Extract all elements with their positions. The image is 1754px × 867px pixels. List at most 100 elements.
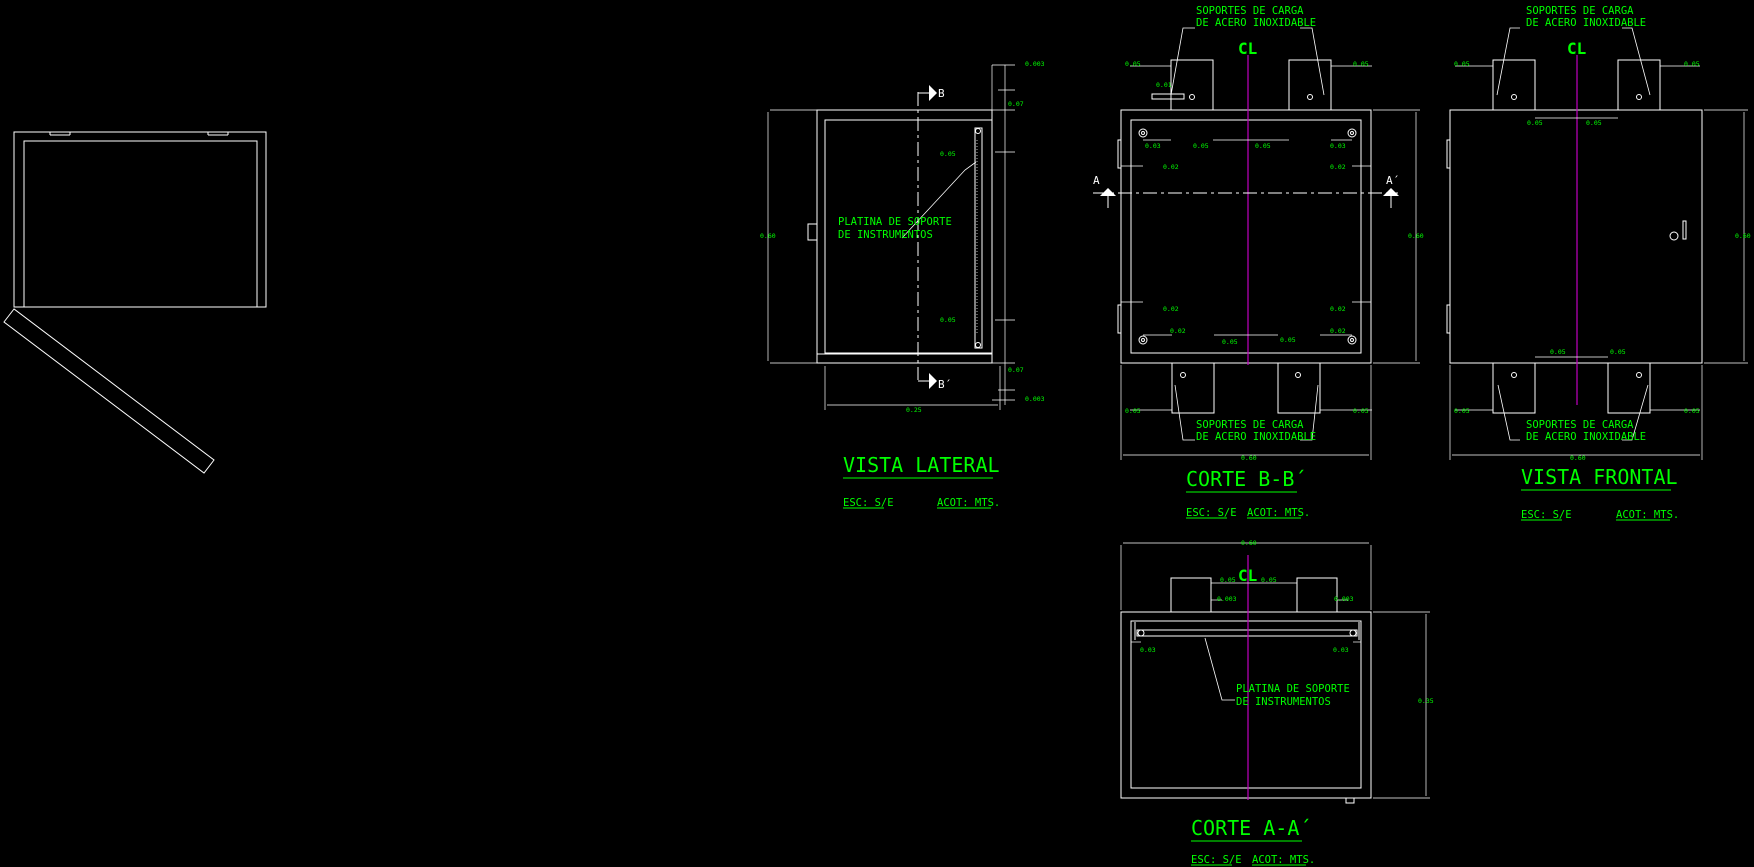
dim-aa-height: 0.35 <box>1418 697 1434 705</box>
fr-support-bottom-left <box>1492 362 1536 414</box>
dim-bb-002f: 0.02 <box>1330 327 1346 335</box>
dim-aa-003d: 0.03 <box>1333 646 1349 654</box>
vista-frontal <box>1446 27 1748 460</box>
dim-fr-br005: 0.05 <box>1684 407 1700 415</box>
dim-lat-005-top: 0.05 <box>940 150 956 158</box>
fr-support-top-left <box>1492 59 1536 111</box>
dim-fr-l005: 0.05 <box>1454 60 1470 68</box>
acot-lateral: ACOT: MTS. <box>937 497 1000 509</box>
dim-aa-003c: 0.03 <box>1140 646 1156 654</box>
note-platina-aa-1: PLATINA DE SOPORTE <box>1236 683 1350 695</box>
acot-frontal: ACOT: MTS. <box>1616 509 1679 521</box>
note-platina-lateral-1: PLATINA DE SOPORTE <box>838 216 952 228</box>
centerline-symbol-aa: CL <box>1238 566 1257 585</box>
dim-bb-005a: 0.05 <box>1193 142 1209 150</box>
dim-bb-002b: 0.02 <box>1330 163 1346 171</box>
note-soportes-fr-top-2: DE ACERO INOXIDABLE <box>1526 17 1646 29</box>
bb-body <box>1120 109 1372 364</box>
dim-fr-m005a: 0.05 <box>1527 119 1543 127</box>
section-label-b-prime: B´ <box>938 378 951 391</box>
leader-soportes-fr-bot-1 <box>1497 384 1520 441</box>
dim-aa-width: 0.60 <box>1241 539 1257 547</box>
section-label-a-prime: A´ <box>1386 174 1399 187</box>
fr-support-top-right <box>1617 59 1661 111</box>
dim-bb-003b: 0.03 <box>1330 142 1346 150</box>
section-arrow-b-prime <box>929 373 937 389</box>
bb-support-bottom-right <box>1277 362 1321 414</box>
dim-bb-005b: 0.05 <box>1255 142 1271 150</box>
esc-corte-aa: ESC: S/E <box>1191 854 1242 866</box>
title-corte-aa: CORTE A-A´ <box>1191 816 1311 840</box>
dim-lat-height: 0.60 <box>760 232 776 240</box>
note-soportes-bb-top-1: SOPORTES DE CARGA <box>1196 5 1304 17</box>
dim-bb-003: 0.03 <box>1145 142 1161 150</box>
dim-lat-depth: 0.25 <box>906 406 922 414</box>
leader-soportes-bb-bot-2 <box>1300 384 1319 441</box>
corte-aa <box>1120 542 1430 804</box>
title-vista-frontal: VISTA FRONTAL <box>1521 465 1678 489</box>
section-arrow-a-prime <box>1383 188 1399 196</box>
note-soportes-fr-top-1: SOPORTES DE CARGA <box>1526 5 1634 17</box>
section-arrow-b <box>929 85 937 101</box>
dim-bb-005e: 0.05 <box>1280 336 1296 344</box>
open-door-panel <box>3 308 215 474</box>
plan-view-open-door <box>3 131 267 474</box>
leader-platina-lateral <box>901 161 977 239</box>
vista-lateral <box>767 64 1015 410</box>
acot-corte-bb: ACOT: MTS. <box>1247 507 1310 519</box>
platina-rail <box>974 127 983 349</box>
corte-bb <box>1093 27 1420 460</box>
fr-support-bottom-right <box>1607 362 1651 414</box>
note-platina-lateral-2: DE INSTRUMENTOS <box>838 229 933 241</box>
section-arrow-a <box>1100 188 1116 196</box>
section-label-b: B <box>938 87 945 100</box>
dim-aa-003b: 0.003 <box>1334 595 1354 603</box>
dim-bb-005d: 0.05 <box>1222 338 1238 346</box>
dim-fr-height: 0.60 <box>1735 232 1751 240</box>
dim-fr-width: 0.60 <box>1570 454 1586 462</box>
dim-lat-003-top: 0.003 <box>1025 60 1045 68</box>
dim-aa-005a: 0.05 <box>1220 576 1236 584</box>
leader-soportes-fr-bot-2 <box>1622 384 1649 441</box>
centerline-symbol-fr: CL <box>1567 39 1586 58</box>
dim-bb-r005: 0.05 <box>1353 60 1369 68</box>
title-corte-bb: CORTE B-B´ <box>1186 467 1306 491</box>
dim-aa-005b: 0.05 <box>1261 576 1277 584</box>
dim-lat-003-bot: 0.003 <box>1025 395 1045 403</box>
dim-bb-002a: 0.02 <box>1163 163 1179 171</box>
dim-fr-r005: 0.05 <box>1684 60 1700 68</box>
frontal-body <box>1449 109 1703 364</box>
dim-fr-b005b: 0.05 <box>1610 348 1626 356</box>
aa-body <box>1120 611 1372 799</box>
esc-corte-bb: ESC: S/E <box>1186 507 1237 519</box>
dim-fr-bl005: 0.05 <box>1454 407 1470 415</box>
dim-fr-m005b: 0.05 <box>1586 119 1602 127</box>
leader-soportes-fr-top-2 <box>1622 27 1651 96</box>
dim-bb-002d: 0.02 <box>1330 305 1346 313</box>
title-vista-lateral: VISTA LATERAL <box>843 453 1000 477</box>
aa-support-left <box>1170 577 1212 613</box>
note-soportes-fr-bot-2: DE ACERO INOXIDABLE <box>1526 431 1646 443</box>
dim-bb-width: 0.60 <box>1241 454 1257 462</box>
section-label-a: A <box>1093 174 1100 187</box>
leader-soportes-bb-bot-1 <box>1174 384 1195 441</box>
leader-platina-aa <box>1204 637 1235 701</box>
acot-corte-aa: ACOT: MTS. <box>1252 854 1315 866</box>
note-soportes-fr-bot-1: SOPORTES DE CARGA <box>1526 419 1634 431</box>
leader-soportes-bb-top-1 <box>1170 27 1195 96</box>
dim-fr-b005a: 0.05 <box>1550 348 1566 356</box>
aa-support-right <box>1296 577 1338 613</box>
note-soportes-bb-bot-1: SOPORTES DE CARGA <box>1196 419 1304 431</box>
dim-bb-002e: 0.02 <box>1170 327 1186 335</box>
esc-lateral: ESC: S/E <box>843 497 894 509</box>
lock-icon <box>1669 231 1679 241</box>
dim-bb-br005: 0.05 <box>1353 407 1369 415</box>
note-soportes-bb-top-2: DE ACERO INOXIDABLE <box>1196 17 1316 29</box>
dim-lat-007-bot: 0.07 <box>1008 366 1024 374</box>
leader-soportes-fr-top-1 <box>1496 27 1520 96</box>
dim-bb-002c: 0.02 <box>1163 305 1179 313</box>
plan-inner-box <box>23 140 258 308</box>
dim-lat-005-bot: 0.05 <box>940 316 956 324</box>
esc-frontal: ESC: S/E <box>1521 509 1572 521</box>
